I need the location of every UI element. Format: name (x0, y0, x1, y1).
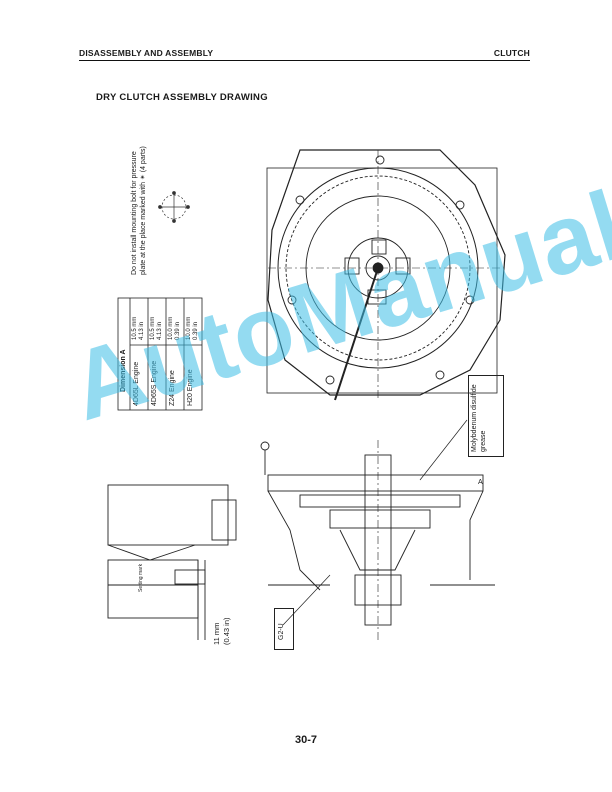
dim-inch-label: (0.43 in) (222, 617, 231, 645)
release-bearing-detail (107, 484, 237, 640)
dimension-mm: 10.5 mm (132, 316, 138, 340)
g2u-box (274, 608, 294, 650)
dimension-engine: 4D65S Engine (151, 360, 158, 406)
setting-mark-label: Setting mark (138, 563, 144, 592)
dimension-inch: 4.13 in (157, 321, 163, 340)
chapter-header: CLUTCH (493, 48, 530, 58)
dimension-mm: 10.0 mm (168, 316, 174, 340)
dimension-table-frame (117, 297, 203, 411)
page-title: DRY CLUTCH ASSEMBLY DRAWING (96, 92, 268, 103)
dim-11mm-label: 11 mm (212, 622, 221, 645)
lube-box (468, 375, 504, 457)
dimension-inch: 0.39 in (175, 321, 181, 340)
dimension-mm: 10.5 mm (150, 316, 156, 340)
dimension-engine: Z24 Engine (169, 370, 176, 406)
lube-label-line1: Molybdenum disulfide (471, 384, 478, 452)
dimension-inch: 0.39 in (193, 321, 199, 340)
dimension-mm: 10.0 mm (186, 316, 192, 340)
clutch-section-view (260, 440, 495, 640)
dimension-engine: 4D65L Engine (133, 361, 140, 406)
dimension-table-heading: Dimension A (120, 349, 127, 392)
dimension-engine: H20 Engine (187, 369, 194, 406)
clutch-front-view (266, 149, 506, 401)
header-rule (79, 60, 530, 61)
lube-label-line2: grease (480, 430, 487, 452)
bolt-pattern-diagram (158, 191, 190, 223)
dimension-inch: 4.13 in (139, 321, 145, 340)
section-header: DISASSEMBLY AND ASSEMBLY (79, 48, 214, 58)
page-number: 30-7 (294, 734, 318, 746)
leader-lines (282, 419, 468, 626)
callout-a: A (478, 479, 483, 486)
g2u-label: G2-U (278, 623, 285, 640)
